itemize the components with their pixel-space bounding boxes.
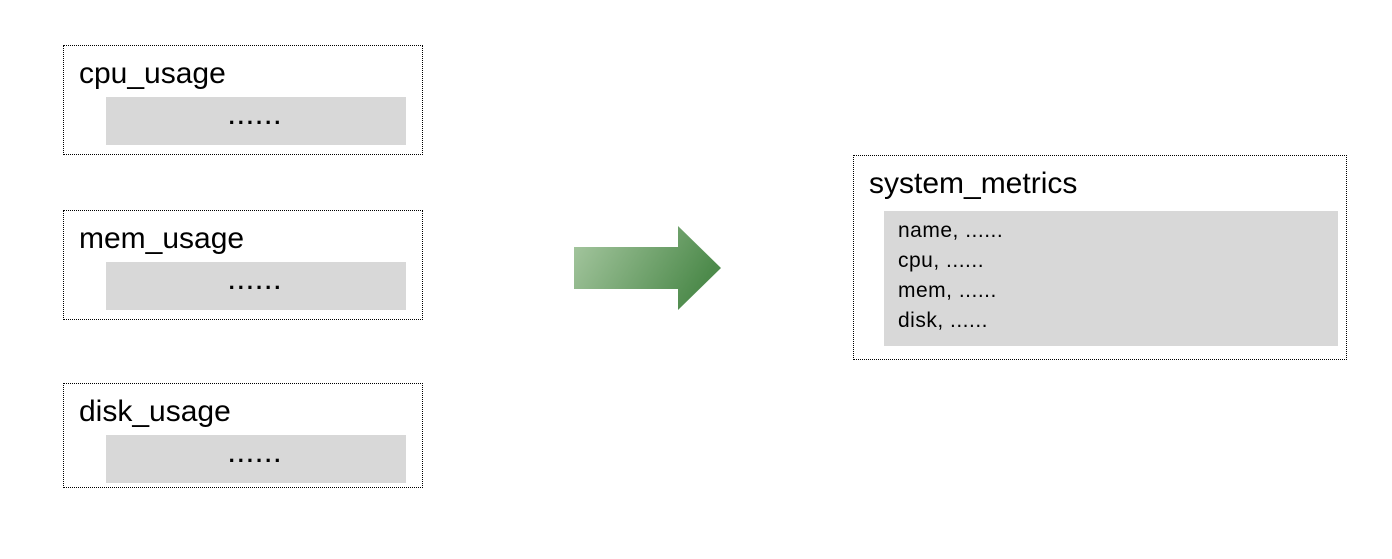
result-title-system-metrics: system_metrics bbox=[869, 167, 1078, 200]
source-title-mem-usage: mem_usage bbox=[79, 222, 245, 255]
flow-arrow-icon bbox=[574, 226, 721, 310]
column-row-disk: disk, ...... bbox=[898, 309, 989, 332]
ellipsis-text: ...... bbox=[228, 104, 284, 129]
source-box-disk-usage: disk_usage ...... bbox=[63, 383, 423, 488]
ellipsis-text: ...... bbox=[228, 442, 284, 467]
column-row-mem: mem, ...... bbox=[898, 279, 997, 302]
cpu-usage-rows-placeholder: ...... bbox=[106, 97, 406, 145]
mem-usage-rows-placeholder: ...... bbox=[106, 262, 406, 310]
source-title-disk-usage: disk_usage bbox=[79, 395, 231, 428]
column-row-name: name, ...... bbox=[898, 219, 1004, 242]
source-box-cpu-usage: cpu_usage ...... bbox=[63, 45, 423, 155]
column-row-cpu: cpu, ...... bbox=[898, 249, 985, 272]
system-metrics-columns-panel: name, ...... cpu, ...... mem, ...... dis… bbox=[884, 211, 1338, 346]
result-box-system-metrics: system_metrics name, ...... cpu, ...... … bbox=[853, 155, 1347, 360]
ellipsis-text: ...... bbox=[228, 269, 284, 294]
source-title-cpu-usage: cpu_usage bbox=[79, 57, 226, 90]
source-box-mem-usage: mem_usage ...... bbox=[63, 210, 423, 320]
disk-usage-rows-placeholder: ...... bbox=[106, 435, 406, 483]
